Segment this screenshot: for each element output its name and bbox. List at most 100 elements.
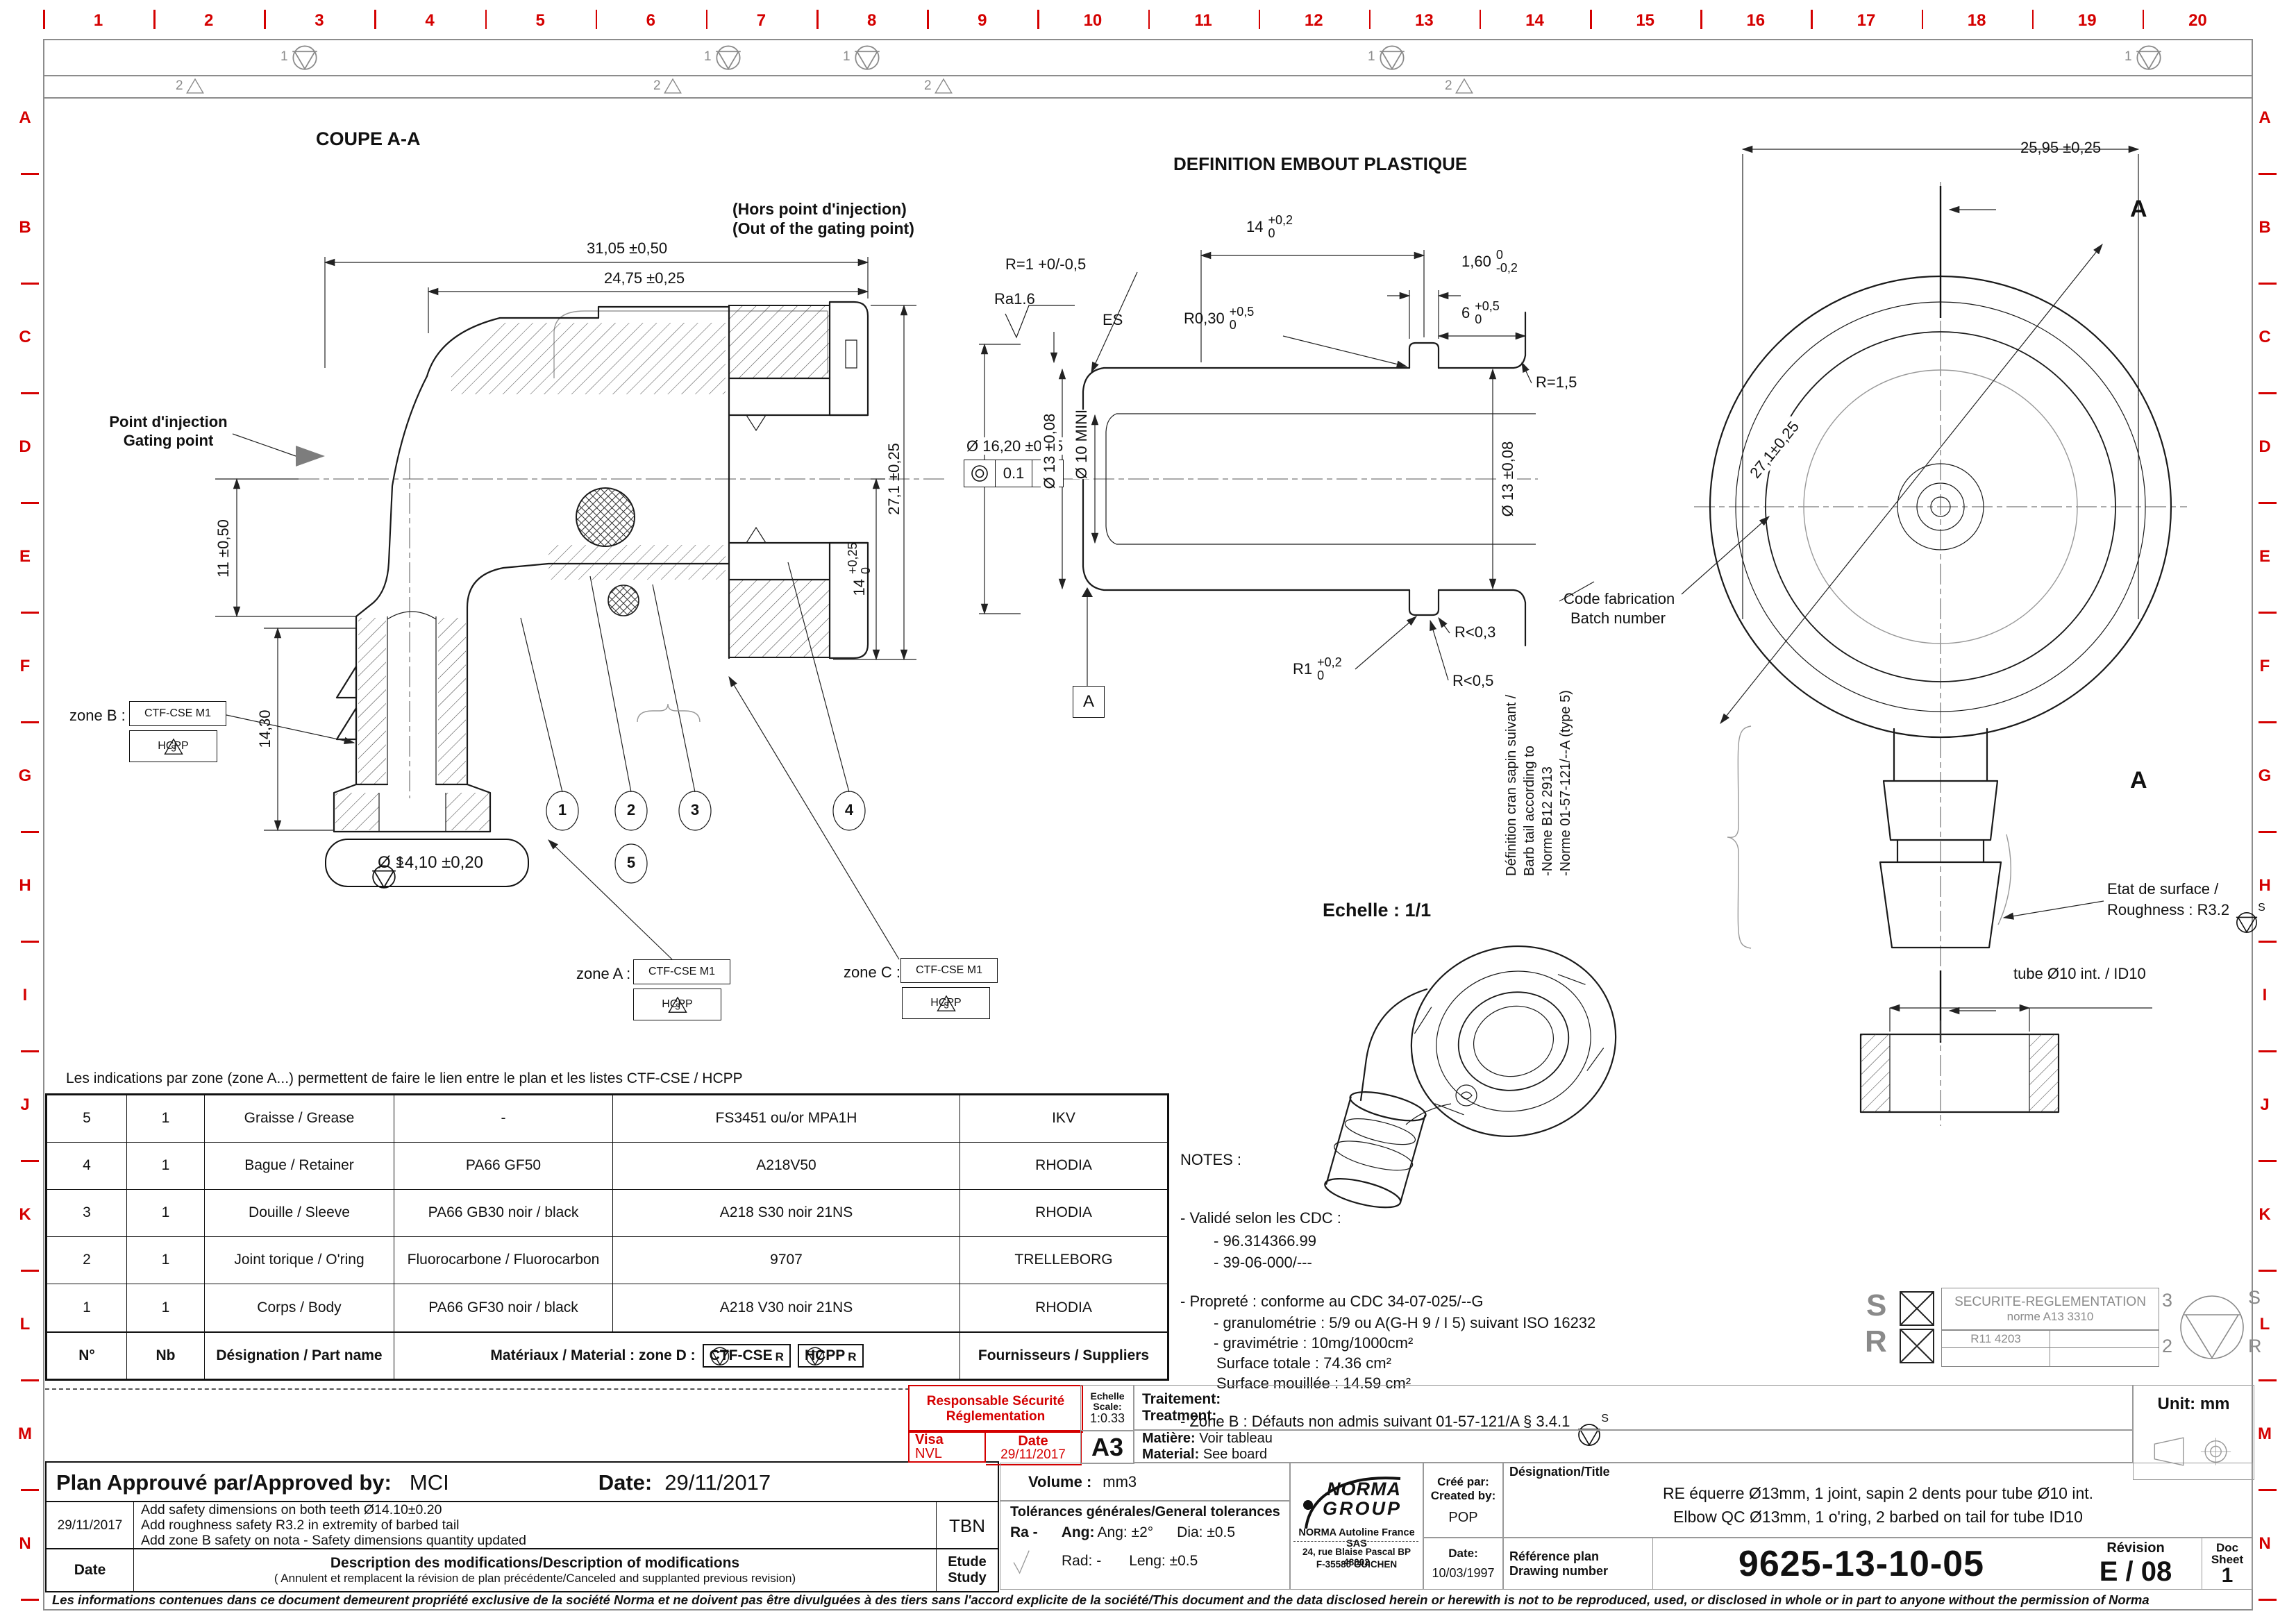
ruler-row-F-left: F: [19, 657, 31, 675]
ruler-row-I-left: I: [22, 986, 28, 1004]
balloon-1: 1: [558, 801, 567, 818]
ruler-column-14: 14: [1525, 11, 1544, 30]
zone-c-ctf-box: CTF-CSE M1: [900, 958, 998, 983]
securite-ref-grid: R11 4203: [1941, 1329, 2159, 1367]
norma-logo-block: NORMA GROUP NORMA Autoline France SAS 24…: [1290, 1463, 1423, 1590]
ruler-row-C-right: C: [2259, 328, 2271, 346]
frame-bottom-line: [43, 1609, 2253, 1611]
iso-scale-label: Echelle : 1/1: [1323, 900, 1432, 920]
ruler-tick: [2259, 502, 2277, 504]
notes-line-3: - 39-06-000/---: [1214, 1254, 1312, 1271]
coupe-note-en: (Out of the gating point): [732, 219, 914, 237]
ruler-tick: [2259, 392, 2277, 394]
ruler-tick: [2259, 1489, 2277, 1491]
datum-a-box: A: [1073, 686, 1105, 718]
separator-dashed: [45, 1388, 986, 1390]
coupe-note-fr: (Hors point d'injection): [732, 200, 907, 218]
dim-r-lt-05: R<0,5: [1452, 672, 1494, 689]
mold-mark-1: 1: [280, 43, 319, 71]
ruler-row-N-left: N: [19, 1534, 31, 1553]
dim-14-30: 14,30: [256, 709, 274, 748]
tolerances-cell: Tolérances générales/General tolerances …: [1000, 1501, 1290, 1590]
dim-r1: R=1 +0/-0,5: [1005, 255, 1087, 273]
ruler-tick: [43, 10, 45, 29]
notes-line-4: - Propreté : conforme au CDC 34-07-025/-…: [1180, 1293, 1484, 1310]
ruler-row-G-left: G: [18, 766, 32, 785]
disclaimer: Les informations contenues dans ce docum…: [52, 1592, 2150, 1607]
balloon-3: 3: [690, 801, 700, 818]
triangle-mark-icon: [663, 78, 682, 94]
ruler-column-3: 3: [315, 11, 324, 30]
balloon-2: 2: [626, 801, 636, 818]
notes-line-1: - Validé selon les CDC :: [1180, 1209, 1341, 1227]
ruler-tick: [927, 10, 929, 29]
zone-a-label: zone A :: [576, 965, 631, 982]
drawing-number: 9625-13-10-05: [1738, 1543, 1985, 1584]
dim-es: ES: [1103, 311, 1123, 328]
traitement-cell: Traitement: Treatment:: [1133, 1385, 2133, 1430]
ruler-tick: [2259, 1379, 2277, 1381]
ruler-column-18: 18: [1967, 11, 1986, 30]
roughness-note-fr: Etat de surface /: [2107, 880, 2219, 898]
balloon-4: 4: [844, 801, 854, 818]
zone-b-ctf-box: CTF-CSE M1: [129, 701, 226, 726]
tube-id10-label: tube Ø10 int. / ID10: [2013, 965, 2146, 982]
responsable-securite-box: Responsable Sécurité Réglementation: [908, 1385, 1083, 1433]
ruler-row-M-left: M: [18, 1424, 32, 1443]
dim-r15: R=1,5: [1536, 373, 1577, 391]
created-by-cell: Créé par: Created by: POP: [1423, 1463, 1503, 1538]
modification-row: 29/11/2017 Add safety dimensions on both…: [45, 1501, 999, 1551]
mold-mark-1: 1: [843, 43, 881, 71]
ruler-tick: [2259, 1599, 2277, 1601]
ruler-row-L-right: L: [2259, 1315, 2270, 1334]
ruler-tick: [21, 1160, 39, 1162]
securite-s-letter: S: [1866, 1288, 1887, 1322]
securite-r-letter: R: [1865, 1325, 1887, 1359]
securite-title-box: SECURITE-REGLEMENTATION norme A13 3310: [1941, 1288, 2159, 1331]
ruler-row-D-left: D: [19, 437, 31, 456]
ruler-tick: [1037, 10, 1039, 29]
ruler-tick: [21, 1599, 39, 1601]
ruler-row-D-right: D: [2259, 437, 2271, 456]
ruler-tick: [21, 392, 39, 394]
molding-symbol-icon: [805, 1347, 825, 1366]
ruler-row-G-right: G: [2258, 766, 2272, 785]
ruler-tick: [21, 721, 39, 723]
ruler-tick: [21, 1489, 39, 1491]
dim-10-mini: Ø 10 MINI: [1073, 409, 1091, 480]
ruler-row-K-right: K: [2259, 1205, 2271, 1224]
approval-row: Plan Approuvé par/Approved by: MCI Date:…: [45, 1461, 999, 1504]
ruler-tick: [705, 10, 708, 29]
notes-line-8: Surface mouillée : 14.59 cm²: [1216, 1374, 1411, 1392]
mold-mark-2: 2: [1445, 78, 1473, 94]
ruler-row-K-left: K: [19, 1205, 31, 1224]
ruler-tick: [2259, 1160, 2277, 1162]
notes-line-5: - granulométrie : 5/9 ou A(G-H 9 / I 5) …: [1214, 1314, 1596, 1331]
ruler-row-C-left: C: [19, 328, 31, 346]
ruler-tick: [2259, 612, 2277, 614]
ruler-row-A-left: A: [19, 108, 31, 127]
concentricity-icon: [964, 460, 996, 487]
embout-view-drawing: [979, 250, 1595, 686]
triangle3-icon: 3: [163, 737, 183, 755]
crossed-box-icon: [1900, 1329, 1934, 1363]
mold-mark-2: 2: [924, 78, 953, 94]
code-fabrication-label-en: Batch number: [1570, 609, 1666, 627]
triangle-mark-icon: [934, 78, 953, 94]
ruler-column-17: 17: [1857, 11, 1876, 30]
ruler-tick: [2142, 10, 2145, 29]
ruler-column-12: 12: [1304, 11, 1323, 30]
coupe-title: COUPE A-A: [316, 128, 421, 149]
ruler-column-9: 9: [978, 11, 987, 30]
mold-mark-2: 2: [653, 78, 682, 94]
ruler-row-H-right: H: [2259, 876, 2271, 895]
mold-mark-1: 1: [1368, 43, 1406, 71]
ruler-tick: [21, 283, 39, 285]
crossed-box-icon: [1900, 1291, 1934, 1326]
ruler-tick: [1700, 10, 1702, 29]
triangle-mark-icon: [185, 78, 204, 94]
